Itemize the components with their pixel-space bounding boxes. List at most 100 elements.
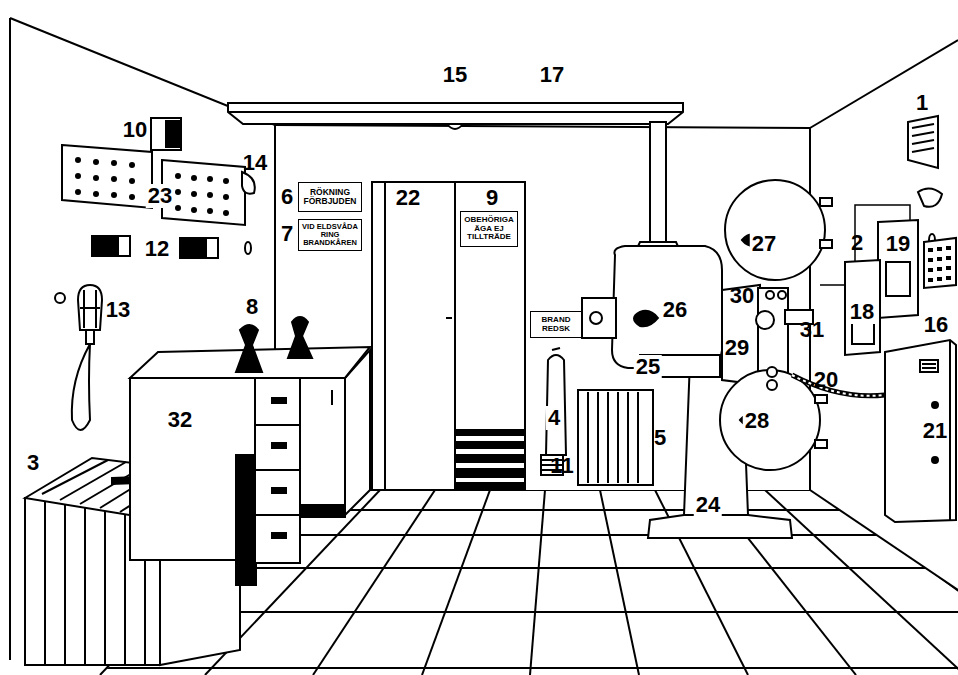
workbench <box>255 378 300 563</box>
signal-panels <box>129 162 135 168</box>
projector <box>778 291 786 299</box>
workbench <box>272 488 286 493</box>
warning-sign: OBEHÖRIGA ÄGA EJ TILLTRÄDE <box>460 211 518 247</box>
workbench <box>331 390 333 405</box>
callout-number: 10 <box>121 118 149 142</box>
hand-lamp <box>72 344 90 430</box>
signal-panels <box>129 194 135 200</box>
radiator <box>578 390 653 485</box>
signal-panels <box>207 192 213 198</box>
callout-number: 3 <box>25 451 41 475</box>
hand-lamp <box>86 330 94 344</box>
ceiling-beam <box>228 103 683 124</box>
right-wall-panels <box>928 246 951 282</box>
projector <box>725 180 825 280</box>
signal-panels <box>180 238 218 258</box>
ceiling-beam <box>447 124 463 129</box>
signal-panels <box>75 189 81 195</box>
callout-number: 23 <box>146 184 174 208</box>
hand-lamp <box>55 285 102 430</box>
right-wall-panels <box>928 268 933 272</box>
slatted-box <box>104 498 106 665</box>
projector <box>720 370 820 470</box>
right-wall-panels <box>946 256 951 260</box>
signal-panels <box>207 208 213 214</box>
right-wall-panels <box>912 148 934 152</box>
projector <box>767 367 777 377</box>
right-wall-panels <box>946 266 951 270</box>
signal-panels <box>93 191 99 197</box>
floor-tiles <box>422 490 490 675</box>
workbench <box>288 317 312 358</box>
signal-panels <box>75 173 81 179</box>
right-wall-panels <box>920 360 938 372</box>
right-wall-panels <box>820 116 956 522</box>
sign-text: RÖKNING FÖRBJUDEN <box>301 188 359 206</box>
right-wall-panels <box>922 367 936 369</box>
signal-panels <box>111 192 117 198</box>
projector <box>756 311 774 329</box>
door <box>372 182 525 490</box>
door <box>455 182 525 490</box>
room-walls <box>810 40 958 128</box>
right-wall-panels <box>912 124 934 128</box>
signal-panels <box>129 178 135 184</box>
slatted-box <box>124 498 126 665</box>
projector <box>820 198 832 206</box>
right-wall-panels <box>908 116 938 168</box>
workbench <box>255 514 300 516</box>
signal-panels <box>75 157 81 163</box>
workbench <box>298 505 345 517</box>
signal-panels <box>111 160 117 166</box>
right-wall-panels <box>885 340 956 522</box>
signal-panels <box>223 210 229 216</box>
callout-number: 7 <box>279 222 295 246</box>
hand-lamp <box>55 293 65 303</box>
door <box>455 455 525 462</box>
ceiling-beam <box>228 111 683 113</box>
right-wall-panels <box>928 278 933 282</box>
workbench <box>300 378 345 515</box>
door <box>385 182 455 490</box>
callout-number: 9 <box>484 186 500 210</box>
right-wall-panels <box>937 257 942 261</box>
floor-tiles <box>0 667 958 669</box>
warning-sign: RÖKNING FÖRBJUDEN <box>298 182 362 212</box>
callout-number: 13 <box>104 298 132 322</box>
projector <box>766 291 774 299</box>
signal-panels <box>175 189 181 195</box>
sign-text: VID ELDSVÅDA RING BRANDKÅREN <box>301 223 359 247</box>
floor-tiles <box>600 490 639 675</box>
signal-panels <box>175 205 181 211</box>
callout-number: 6 <box>279 185 295 209</box>
callout-number: 4 <box>546 406 562 430</box>
projector <box>590 312 602 324</box>
door <box>446 317 452 319</box>
right-wall-panels <box>918 188 942 206</box>
right-wall-panels <box>946 246 951 250</box>
callout-number: 12 <box>143 237 171 261</box>
signal-panels <box>93 159 99 165</box>
room-walls <box>10 18 958 675</box>
workbench <box>130 317 370 585</box>
projector <box>612 246 722 368</box>
signal-panels <box>93 175 99 181</box>
projector <box>634 311 658 326</box>
radiator <box>578 390 653 485</box>
right-wall-panels <box>912 132 934 136</box>
callout-number: 21 <box>921 419 949 443</box>
projector <box>767 380 777 390</box>
callout-number: 20 <box>812 368 840 392</box>
fire-extinguisher <box>552 348 560 350</box>
right-wall-panels <box>886 262 910 296</box>
door <box>372 182 525 490</box>
right-wall-panels <box>928 258 933 262</box>
callout-number: 32 <box>166 408 194 432</box>
projector <box>815 440 827 448</box>
projector <box>582 298 616 338</box>
callout-number: 15 <box>441 63 469 87</box>
door <box>455 483 525 490</box>
workbench <box>272 398 286 403</box>
workbench <box>272 443 286 448</box>
